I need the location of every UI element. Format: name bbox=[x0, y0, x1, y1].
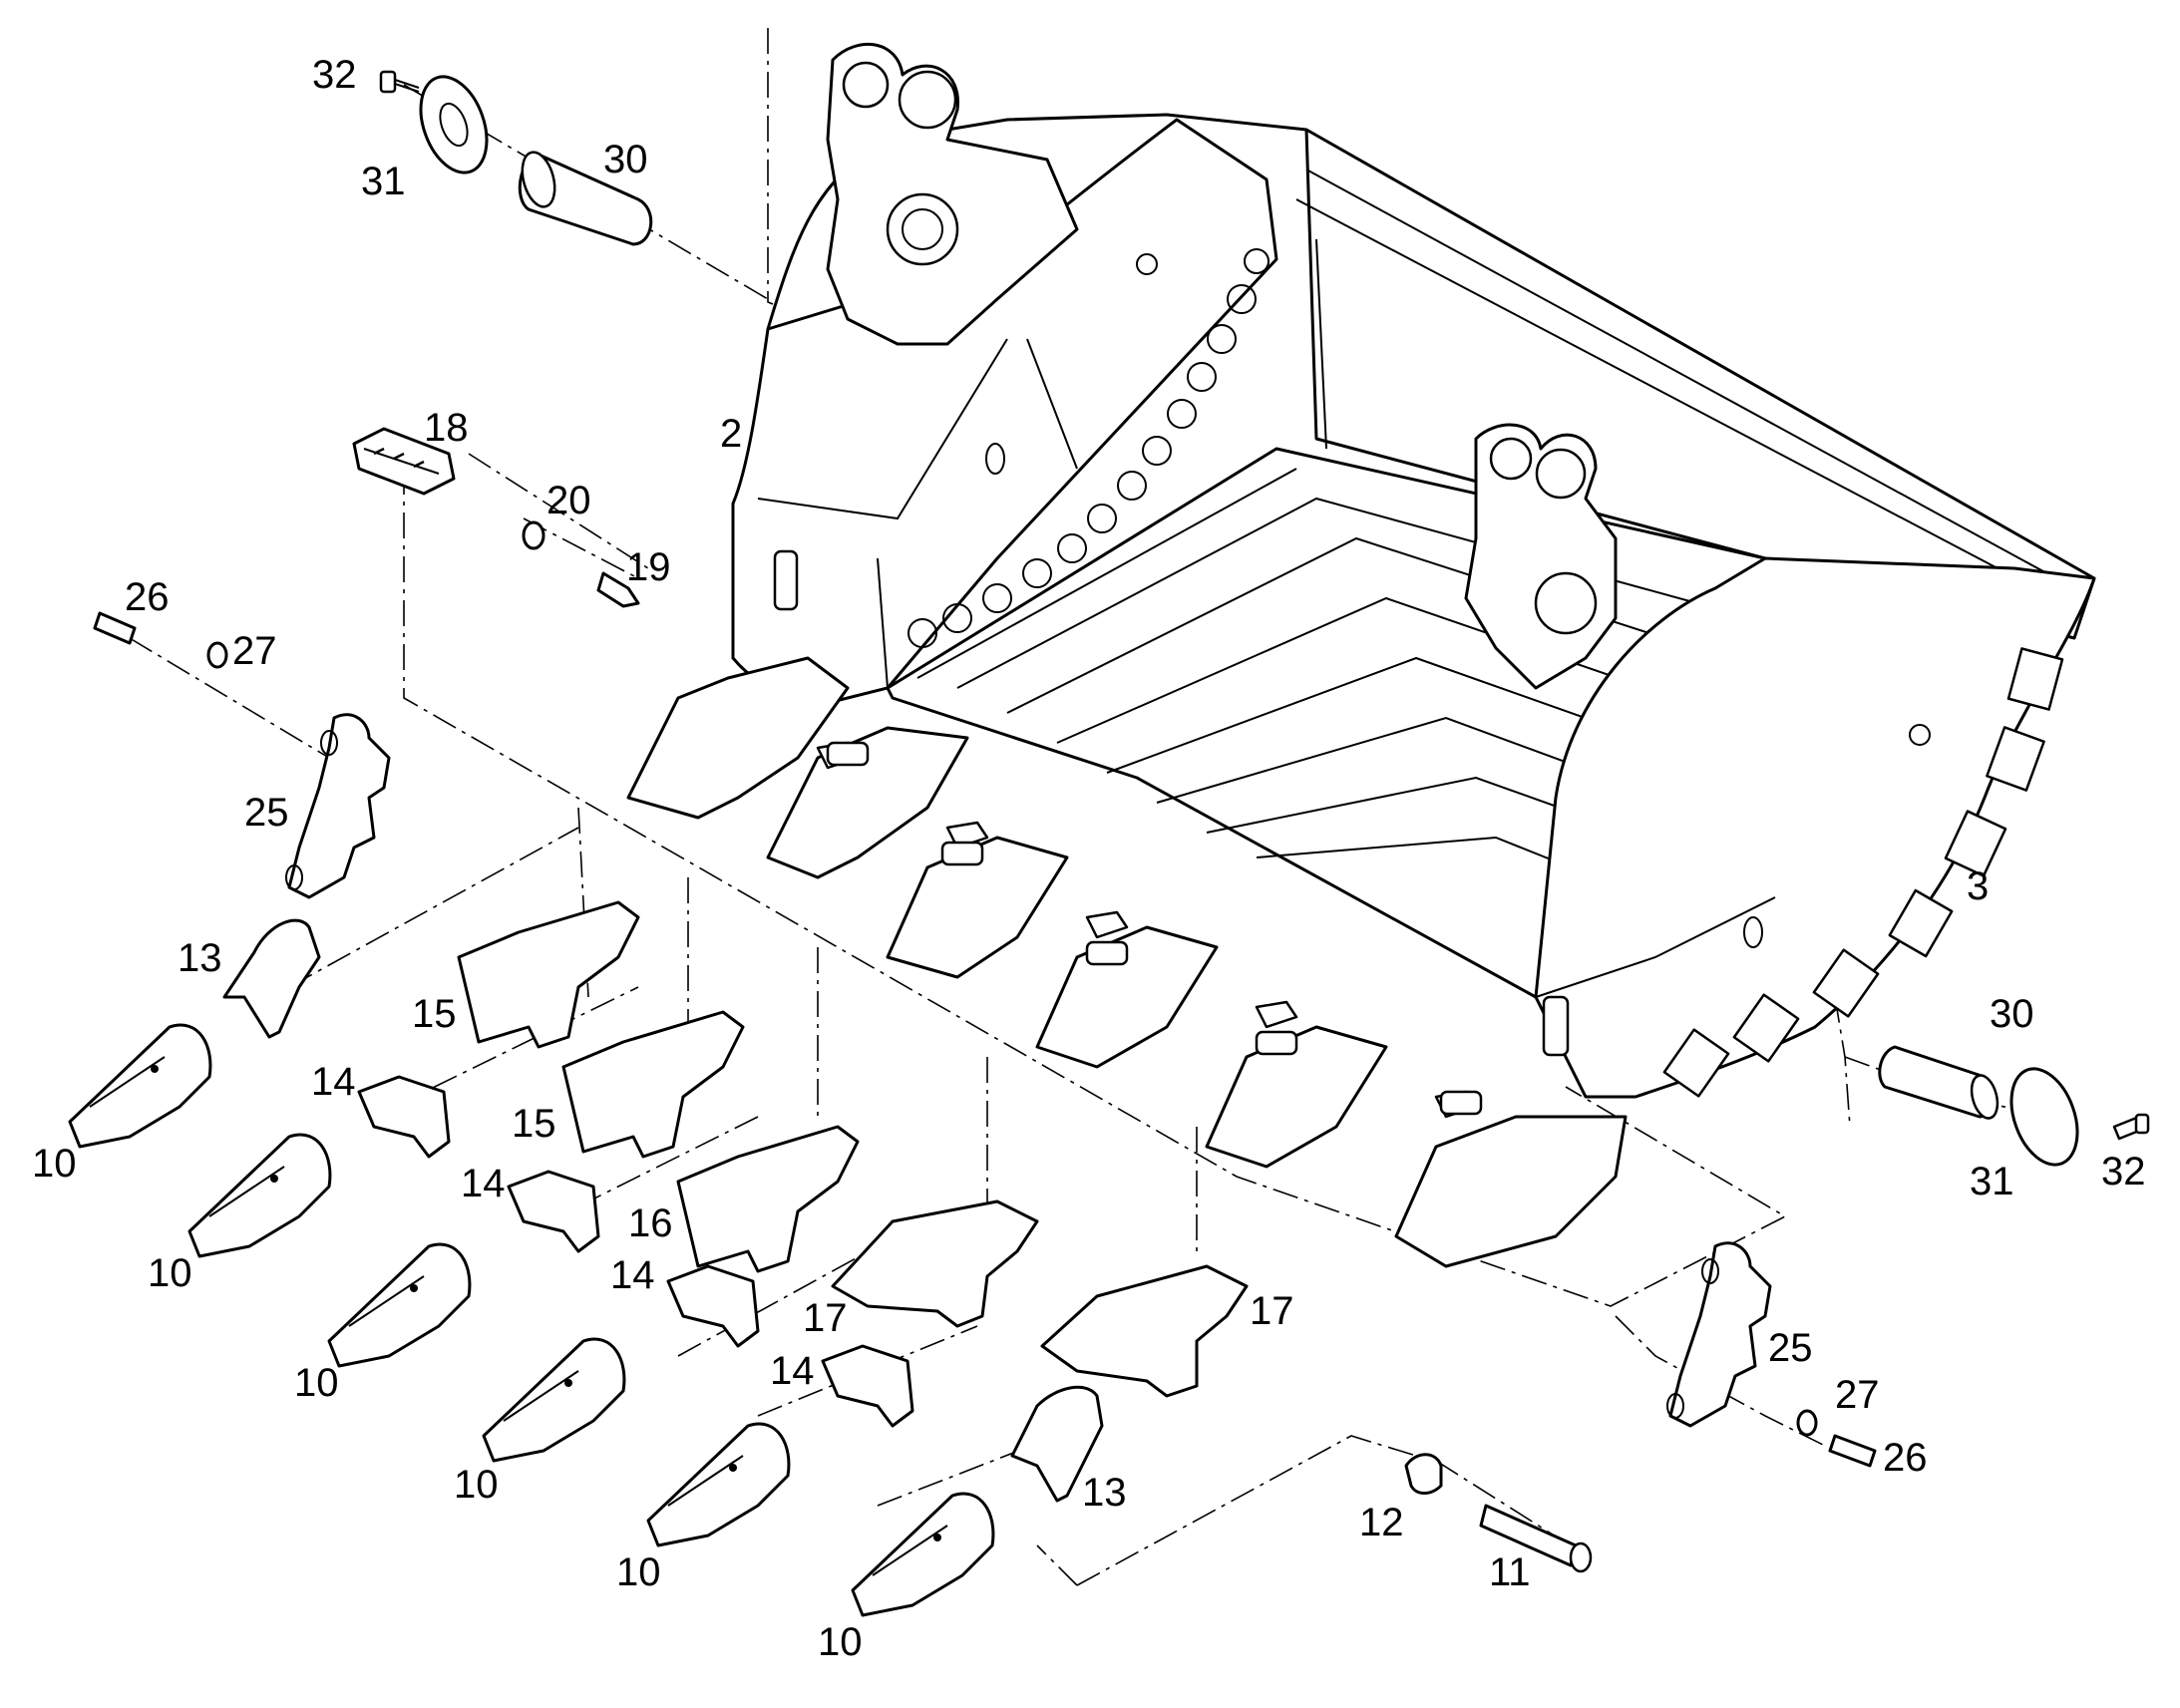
shroud-17-a bbox=[831, 1199, 1039, 1328]
callout-18: 18 bbox=[424, 406, 469, 450]
callout-25-left: 25 bbox=[244, 791, 289, 835]
lock-block-18 bbox=[352, 427, 456, 496]
callout-14-c: 14 bbox=[610, 1253, 655, 1297]
pin-26-left bbox=[93, 611, 137, 645]
callout-12: 12 bbox=[1359, 1501, 1404, 1544]
callout-32-right: 32 bbox=[2101, 1150, 2146, 1194]
washer-20 bbox=[522, 520, 545, 550]
tooth-10-c bbox=[327, 1242, 472, 1368]
shroud-16 bbox=[676, 1125, 860, 1273]
callout-13-right: 13 bbox=[1082, 1471, 1127, 1515]
callout-32-top: 32 bbox=[312, 53, 357, 97]
screw-19 bbox=[596, 571, 640, 608]
callout-15-a: 15 bbox=[412, 992, 457, 1036]
callout-10-c: 10 bbox=[294, 1361, 339, 1405]
shroud-15-b bbox=[561, 1010, 745, 1159]
callout-26-left: 26 bbox=[125, 575, 170, 619]
ring-27-right bbox=[1796, 1409, 1818, 1437]
flange-31-right bbox=[2009, 1067, 2079, 1167]
right-side-wear-blocks bbox=[1662, 647, 2064, 1098]
callout-14-b: 14 bbox=[461, 1162, 506, 1205]
lip-adapters bbox=[626, 656, 1628, 1268]
callout-20: 20 bbox=[546, 479, 591, 522]
pin-26-right bbox=[1828, 1434, 1877, 1468]
flange-31-top bbox=[419, 75, 489, 174]
callout-27-right: 27 bbox=[1835, 1373, 1880, 1417]
callout-17-a: 17 bbox=[803, 1296, 848, 1340]
callout-30-top: 30 bbox=[603, 138, 648, 181]
wear-cap-14-b bbox=[507, 1170, 600, 1253]
callout-labels: 32 31 30 2 18 20 19 26 27 25 13 15 15 10… bbox=[32, 53, 2146, 1664]
callout-25-right: 25 bbox=[1768, 1326, 1813, 1370]
bolt-32-top bbox=[379, 70, 420, 94]
callout-16: 16 bbox=[628, 1201, 673, 1245]
callout-26-right: 26 bbox=[1883, 1436, 1928, 1480]
callout-2: 2 bbox=[720, 412, 742, 456]
bucket-body bbox=[626, 43, 2096, 1268]
callout-10-a: 10 bbox=[32, 1142, 77, 1186]
ring-27-left bbox=[206, 641, 228, 669]
bolt-32-right bbox=[2112, 1113, 2150, 1141]
pin-30-top bbox=[518, 151, 653, 246]
callout-14-d: 14 bbox=[770, 1349, 815, 1393]
callout-13-left: 13 bbox=[178, 936, 222, 980]
callout-27-left: 27 bbox=[232, 629, 277, 673]
callout-19: 19 bbox=[626, 545, 671, 589]
retainer-12 bbox=[1404, 1453, 1443, 1495]
tooth-10-e bbox=[646, 1422, 791, 1547]
shroud-15-a bbox=[457, 900, 640, 1049]
callout-11: 11 bbox=[1489, 1550, 1531, 1594]
wear-cap-14-c bbox=[666, 1264, 760, 1348]
callout-15-b: 15 bbox=[512, 1102, 556, 1146]
tooth-10-b bbox=[187, 1133, 332, 1258]
adapter-13-left bbox=[222, 918, 321, 1039]
retainer-marks bbox=[826, 741, 1483, 1116]
left-side-bolt-holes bbox=[908, 248, 1270, 648]
callout-10-b: 10 bbox=[148, 1251, 192, 1295]
callout-17-b: 17 bbox=[1250, 1289, 1294, 1333]
callout-10-d: 10 bbox=[454, 1463, 499, 1507]
callout-3: 3 bbox=[1967, 864, 1989, 908]
adapter-13-right bbox=[1010, 1385, 1104, 1503]
side-cutter-25-left bbox=[285, 713, 391, 899]
loose-parts bbox=[68, 70, 2150, 1617]
side-cutter-25-right bbox=[1666, 1241, 1772, 1428]
callout-10-f: 10 bbox=[818, 1620, 863, 1664]
callout-30-right: 30 bbox=[1990, 992, 2034, 1036]
callout-31-top: 31 bbox=[361, 160, 406, 203]
pin-30-right bbox=[1878, 1045, 1999, 1120]
wear-cap-14-a bbox=[357, 1075, 451, 1159]
callout-31-right: 31 bbox=[1970, 1160, 2014, 1203]
wear-cap-14-d bbox=[821, 1344, 914, 1428]
pin-11 bbox=[1479, 1504, 1593, 1573]
callout-10-e: 10 bbox=[616, 1550, 661, 1594]
tooth-10-d bbox=[482, 1337, 626, 1463]
tooth-10-a bbox=[68, 1023, 212, 1149]
shroud-17-b bbox=[1040, 1264, 1249, 1398]
callout-14-a: 14 bbox=[311, 1060, 356, 1104]
tooth-10-f bbox=[851, 1492, 995, 1617]
